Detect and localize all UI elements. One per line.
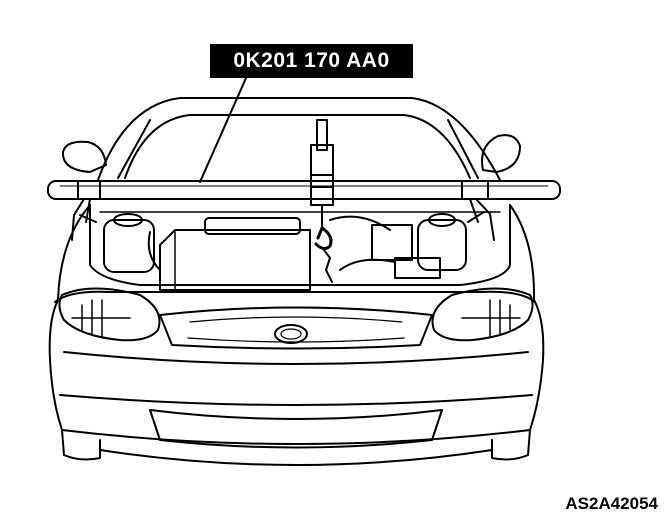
bumper-lower <box>62 430 530 444</box>
bumper-upper <box>64 352 528 364</box>
grille <box>160 308 432 349</box>
headlight-right-lens <box>462 300 520 336</box>
engine-bay-outline <box>90 205 510 285</box>
bumper-mid <box>60 395 532 405</box>
headlight-left-lens <box>72 300 130 336</box>
reservoir-left-cap <box>114 214 142 226</box>
fender-left <box>58 205 90 300</box>
reservoir-left <box>104 220 154 272</box>
hose-right <box>340 260 395 270</box>
part-number-text: 0K201 170 AA0 <box>233 49 390 72</box>
reservoir-right <box>418 220 466 270</box>
reservoir-right-cap <box>429 214 455 226</box>
mirror-left <box>63 142 106 172</box>
headlight-right <box>432 289 532 341</box>
fender-right <box>510 205 534 300</box>
hoist-rod-top <box>317 120 327 150</box>
body-left <box>50 300 62 430</box>
body-right <box>530 300 543 430</box>
air-intake <box>150 410 442 448</box>
engine-block <box>160 230 310 290</box>
hose-center <box>330 217 390 230</box>
engine-cover <box>205 218 300 234</box>
a-pillar-left <box>118 120 150 178</box>
bracket-left <box>72 199 96 240</box>
windshield-inner <box>125 115 470 178</box>
air-filter-base <box>395 258 440 278</box>
hood-front-edge <box>55 292 535 302</box>
hook <box>316 228 331 249</box>
a-pillar-right <box>448 120 478 178</box>
spoiler-lip <box>100 450 492 465</box>
hook-chain <box>324 250 332 282</box>
hose-left <box>149 232 160 270</box>
air-filter-box <box>372 225 412 260</box>
part-number-label: 0K201 170 AA0 <box>210 44 413 78</box>
hoist-clamp <box>311 175 333 187</box>
mirror-right <box>482 135 520 172</box>
headlight-left <box>59 289 159 341</box>
callout-leader <box>200 78 246 182</box>
tire-left <box>62 430 100 459</box>
kia-emblem <box>275 325 307 343</box>
kia-emblem-inner <box>281 329 301 339</box>
support-bar <box>48 181 560 199</box>
windshield-frame <box>98 98 500 180</box>
tire-right <box>492 430 530 459</box>
figure-code: AS2A42054 <box>565 494 658 513</box>
bracket-right <box>468 199 494 240</box>
